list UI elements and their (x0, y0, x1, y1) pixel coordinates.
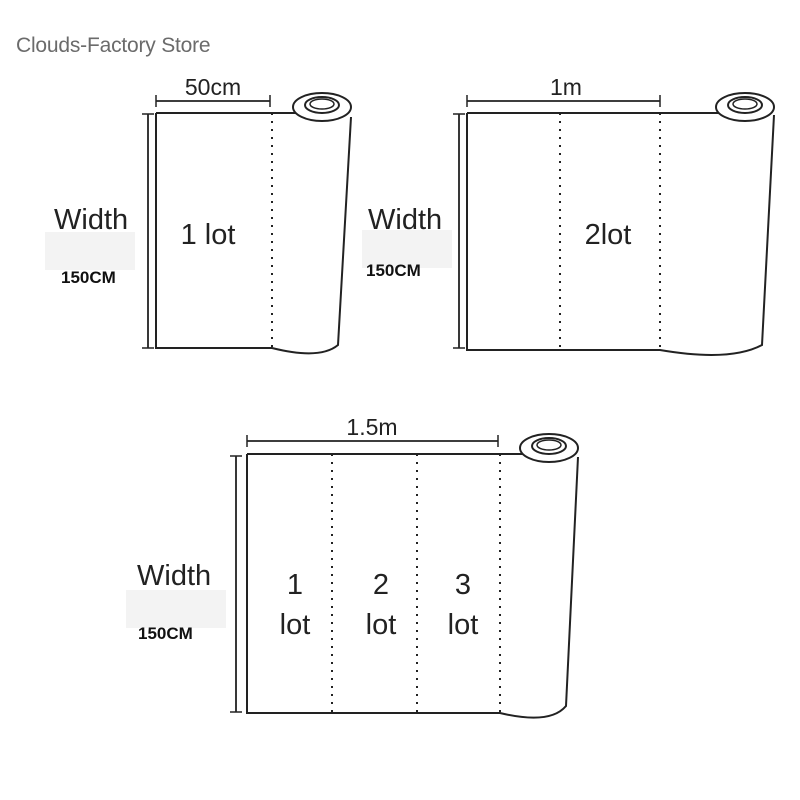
width-label-bg (45, 232, 135, 270)
lot-number: 3 (455, 569, 471, 601)
lot-word: lot (448, 609, 479, 641)
width-label-bg (126, 590, 226, 628)
width-label-bg (362, 230, 452, 268)
roll-50cm: 50cm Width 150CM 1 lot (45, 74, 352, 355)
length-label: 1.5m (346, 414, 397, 440)
fabric-sheet (466, 112, 775, 356)
roll-1-5m: 1.5m Width 150CM 1 lot 2 lot 3 lot (126, 414, 579, 719)
length-label: 50cm (185, 74, 241, 100)
width-value: 150CM (61, 268, 116, 287)
store-name: Clouds-Factory Store (16, 34, 211, 57)
length-label: 1m (550, 74, 582, 100)
lot-word: lot (366, 609, 397, 641)
roll-1m: 1m Width 150CM 2lot (362, 74, 775, 356)
width-label: Width (137, 560, 211, 592)
lot-number: 1 (287, 569, 303, 601)
fabric-sheet (246, 453, 579, 719)
width-value: 150CM (366, 261, 421, 280)
length-dimension: 1m (466, 74, 661, 107)
roll-end (715, 92, 775, 122)
lot-label: 1 lot (181, 219, 236, 251)
fabric-sheet (155, 112, 352, 355)
width-label: Width (54, 204, 128, 236)
width-label: Width (368, 204, 442, 236)
width-dimension (453, 113, 465, 349)
length-dimension: 1.5m (246, 414, 499, 447)
width-dimension (230, 455, 242, 713)
roll-end (519, 433, 579, 463)
width-value: 150CM (138, 624, 193, 643)
roll-end (292, 92, 352, 122)
length-dimension: 50cm (155, 74, 271, 107)
lot-number: 2 (373, 569, 389, 601)
lot-label: 2lot (585, 219, 632, 251)
lot-word: lot (280, 609, 311, 641)
width-dimension (142, 113, 154, 349)
